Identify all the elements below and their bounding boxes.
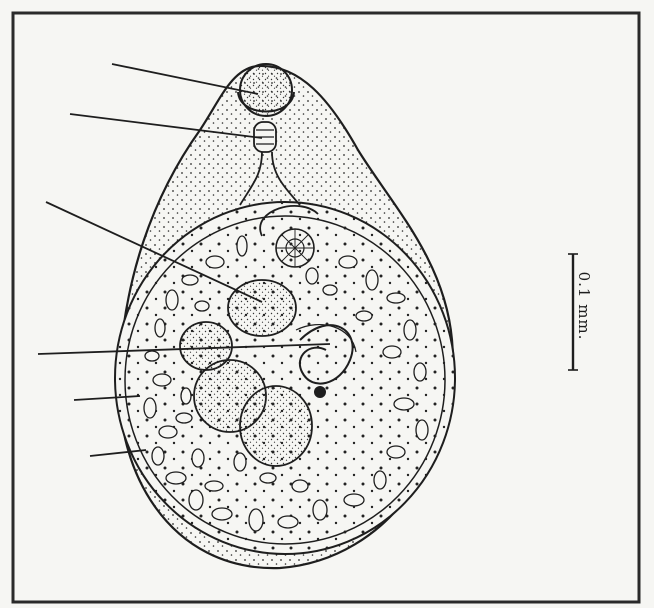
germ-ball-1: [228, 280, 296, 336]
germ-ball-4: [240, 386, 312, 466]
dark-granule: [314, 386, 326, 398]
scale-bar-label: 0.1 mm.: [575, 272, 593, 341]
oral-sucker: [240, 64, 292, 116]
